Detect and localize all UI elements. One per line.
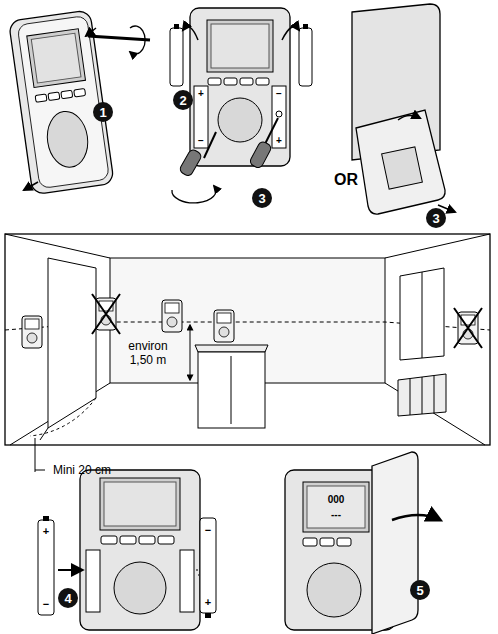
polarity-sign: + — [43, 525, 49, 538]
callout-number: 4 — [58, 588, 78, 608]
callout-text: 1 — [99, 106, 106, 119]
display-reading: 000 — [328, 494, 345, 506]
callout-number: 5 — [410, 580, 430, 600]
callout-text: 3 — [258, 192, 265, 205]
annotation-text: Mini 20 cm — [53, 464, 111, 478]
thermostat-step4 — [38, 470, 216, 630]
display-reading: --- — [331, 509, 341, 521]
polarity-sign: + — [205, 596, 211, 609]
callout-number: 3 — [426, 208, 446, 228]
polarity-sign: − — [43, 598, 49, 611]
callout-number: 1 — [93, 102, 113, 122]
room-illustration — [5, 234, 490, 472]
callout-text: 3 — [432, 212, 439, 225]
polarity-sign: − — [276, 88, 282, 100]
polarity-sign: + — [276, 135, 282, 147]
polarity-sign: − — [198, 135, 204, 147]
screwdriver — [24, 26, 150, 190]
callout-number: 3 — [252, 188, 272, 208]
room-thermostats — [22, 294, 482, 348]
polarity-sign: + — [198, 88, 204, 100]
annotation-text: OR — [334, 171, 358, 189]
callout-text: 5 — [416, 584, 423, 597]
callout-text: 2 — [179, 94, 186, 107]
thermostat-step3 — [352, 4, 455, 214]
annotation-text: environ 1,50 m — [122, 340, 174, 368]
polarity-sign: − — [205, 524, 211, 537]
callout-text: 4 — [64, 592, 71, 605]
callout-number: 2 — [173, 90, 193, 110]
thermostat-step5 — [285, 452, 440, 634]
thermostat-step2 — [170, 8, 312, 203]
